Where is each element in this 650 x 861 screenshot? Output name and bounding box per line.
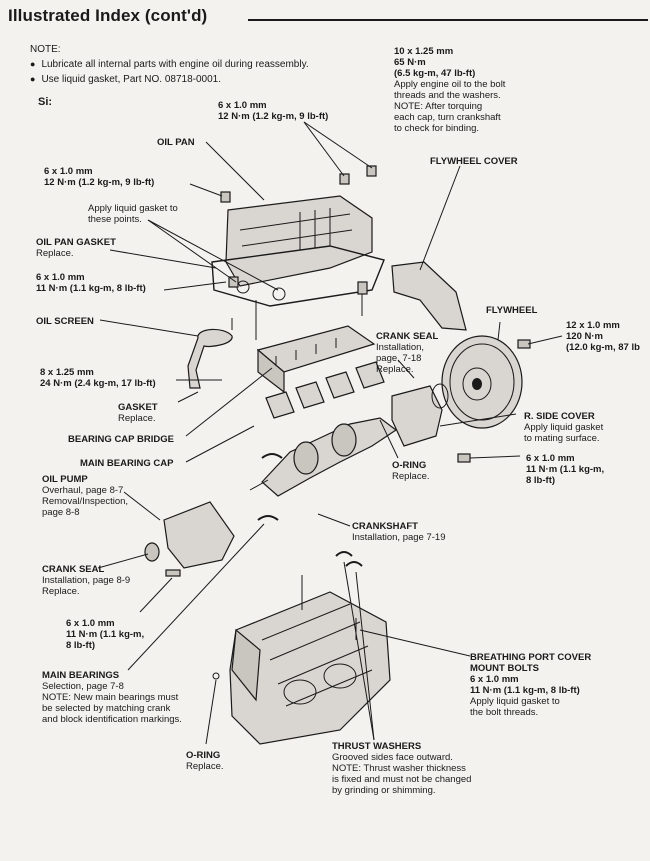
callout-oil-pan: OIL PAN (157, 137, 195, 148)
leader-lines (97, 121, 563, 745)
callout-r-side-cover: R. SIDE COVER Apply liquid gasket to mat… (524, 411, 604, 444)
oil-pan-part (225, 195, 373, 287)
thrust-washer (345, 561, 363, 567)
callout-crank-seal-bottom: CRANK SEAL Installation, page 8-9 Replac… (42, 564, 131, 597)
callout-main-bearing-cap: MAIN BEARING CAP (80, 458, 174, 469)
main-bearing-caps (265, 361, 385, 419)
callout-oring-right: O-RING Replace. (392, 460, 430, 482)
callout-bolt-8x125: 8 x 1.25 mm 24 N·m (2.4 kg-m, 17 lb-ft) (40, 367, 156, 389)
callout-bolt-6x10-8lb: 6 x 1.0 mm 11 N·m (1.1 kg-m, 8 lb-ft) (36, 272, 146, 294)
note-item: Use liquid gasket, Part NO. 08718-0001. (30, 72, 309, 87)
title-rule (248, 19, 648, 21)
callout-bolt-6x10-top: 6 x 1.0 mm 12 N·m (1.2 kg-m, 9 lb-ft) (218, 100, 329, 122)
callout-oil-pump: OIL PUMP Overhaul, page 8-7 Removal/Insp… (42, 474, 129, 518)
callout-bolt-10x125: 10 x 1.25 mm 65 N·m (6.5 kg-m, 47 lb-ft)… (394, 46, 506, 134)
callout-bearing-cap-bridge: BEARING CAP BRIDGE (68, 434, 174, 445)
callout-oil-screen: OIL SCREEN (36, 316, 94, 327)
top-bolts (220, 165, 377, 316)
engine-block-part (229, 591, 391, 745)
callout-bolt-6x10-lower: 6 x 1.0 mm 11 N·m (1.1 kg-m, 8 lb-ft) (66, 618, 145, 651)
callout-thrust-washers: THRUST WASHERS Grooved sides face outwar… (332, 741, 472, 796)
flywheel-part (441, 335, 531, 429)
callout-bolt-6x10-right: 6 x 1.0 mm 11 N·m (1.1 kg-m, 8 lb-ft) (526, 453, 605, 486)
r-side-cover-part (391, 385, 443, 447)
callout-crank-seal-top: CRANK SEAL Installation, page, 7-18 Repl… (376, 331, 439, 375)
crank-seal-bottom-part (144, 542, 160, 562)
callout-oil-pan-gasket: OIL PAN GASKET Replace. (36, 237, 116, 259)
callout-flywheel: FLYWHEEL (486, 305, 538, 316)
oil-pump-part (163, 501, 235, 569)
oil-pan-gasket-part (211, 245, 385, 307)
note-heading: NOTE: (30, 44, 61, 55)
bearing-shell (257, 515, 279, 521)
callout-bolt-12x10: 12 x 1.0 mm 120 N·m (12.0 kg-m, 87 lb (566, 320, 640, 353)
callout-bolt-6x10-left: 6 x 1.0 mm 12 N·m (1.2 kg-m, 9 lb-ft) (44, 166, 155, 188)
callout-flywheel-cover: FLYWHEEL COVER (430, 156, 518, 167)
bearing-shell (261, 453, 283, 459)
thrust-washer (335, 551, 353, 557)
o-ring-part (212, 672, 220, 680)
note-item: Lubricate all internal parts with engine… (30, 57, 308, 72)
callout-gasket-points: Apply liquid gasket to these points. (88, 203, 178, 225)
callout-breathing-port: BREATHING PORT COVER MOUNT BOLTS 6 x 1.0… (470, 652, 592, 718)
oil-screen-part (187, 328, 233, 389)
crankshaft-part (249, 417, 398, 497)
model-label: Si: (38, 96, 53, 108)
gasket-point-b (272, 287, 286, 301)
page-title: Illustrated Index (cont'd) (8, 6, 208, 25)
flywheel-cover-part (391, 261, 467, 331)
note-list: Lubricate all internal parts with engine… (30, 57, 309, 87)
callout-crankshaft: CRANKSHAFT Installation, page 7-19 (352, 521, 446, 543)
callout-gasket: GASKET Replace. (118, 402, 158, 424)
callout-oring-bottom: O-RING Replace. (186, 750, 224, 772)
callout-main-bearings: MAIN BEARINGS Selection, page 7-8 NOTE: … (42, 670, 182, 725)
